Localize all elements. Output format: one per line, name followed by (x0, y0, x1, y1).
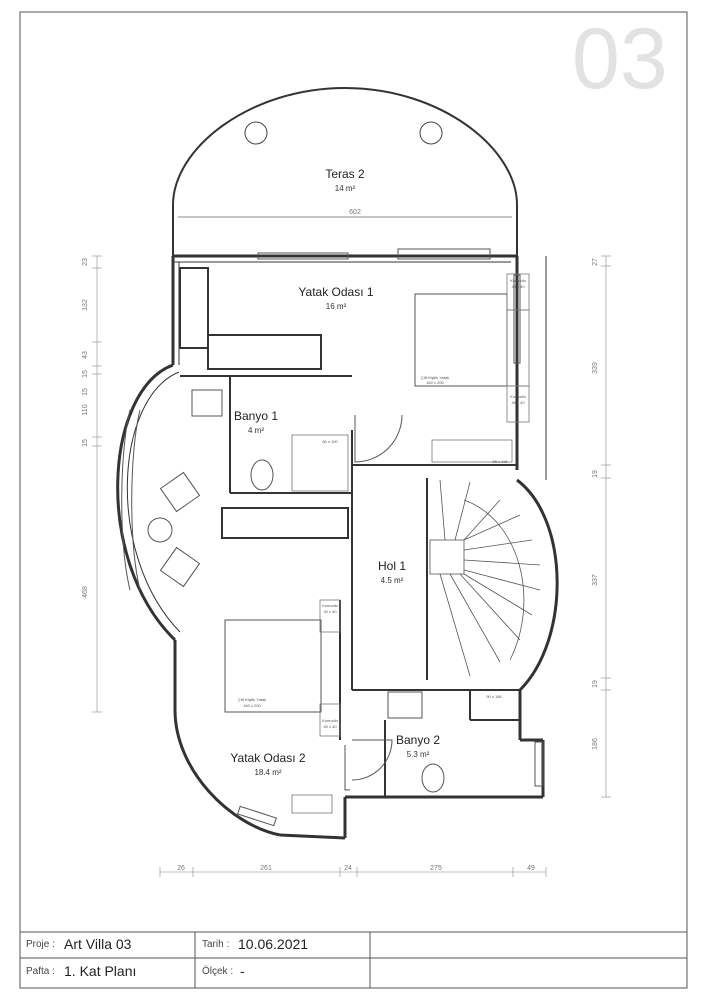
room-area: 18.4 m² (254, 768, 281, 777)
title-block (19, 931, 688, 989)
desk-1 (431, 439, 513, 463)
room-name: Banyo 2 (396, 733, 440, 747)
sheet-value: 1. Kat Planı (64, 963, 137, 979)
nightstand-label: Komodin (510, 278, 526, 283)
left-dimension-line (92, 255, 102, 713)
right-dimension: 27 (592, 258, 599, 266)
nightstand (319, 703, 341, 737)
bed-1 (414, 293, 508, 387)
terrace-column (244, 121, 268, 145)
room-name: Yatak Odası 2 (230, 751, 305, 765)
washbasin-2 (387, 691, 423, 719)
nightstand-label: Komodin (510, 394, 526, 399)
right-dimension: 19 (592, 680, 599, 688)
sheet-border (19, 11, 688, 989)
bed-2-size: 160 x 200 (243, 703, 261, 708)
bottom-dimension-line (159, 867, 547, 877)
room-name: Teras 2 (325, 167, 365, 181)
project-label: Proje : (26, 939, 55, 950)
toilet-1 (250, 459, 274, 491)
bed-2 (224, 619, 322, 713)
armchair (159, 546, 201, 588)
bed-2-label: Çift Kişilik Yatak (238, 697, 266, 702)
left-dimension: 110 (82, 404, 89, 415)
shower-1 (291, 434, 349, 492)
room-area: 16 m² (326, 302, 347, 311)
left-dimension: 15 (82, 370, 89, 378)
outer-walls (116, 254, 559, 840)
scale-value: - (240, 963, 245, 979)
interior-walls (179, 267, 520, 797)
room-area: 4.5 m² (381, 576, 404, 585)
project-value: Art Villa 03 (64, 936, 132, 952)
date-value: 10.06.2021 (238, 936, 309, 952)
sheet-label: Pafta : (26, 966, 55, 977)
nightstand-size: 40 x 40 (511, 400, 525, 405)
room-area: 14 m² (335, 184, 356, 193)
toilet-2 (421, 763, 445, 793)
bed-1-label: Çift Kişilik Yatak (421, 375, 449, 380)
coffee-table (147, 517, 173, 543)
terrace-outline (172, 86, 518, 256)
shower-2-size: 90 x 186 (486, 694, 502, 699)
bottom-dimension: 261 (260, 865, 272, 872)
room-area: 4 m² (248, 426, 264, 435)
windows (121, 248, 544, 827)
nightstand-size: 40 x 40 (323, 609, 337, 614)
armchair (159, 471, 201, 513)
bed-1-size: 160 x 200 (426, 380, 444, 385)
terrace-column (419, 121, 443, 145)
left-dimension: 43 (82, 351, 89, 359)
nightstand-label: Komodin (322, 603, 338, 608)
scale-label: Ölçek : (202, 966, 234, 977)
left-dimension: 468 (82, 586, 89, 598)
left-dimension: 15 (82, 439, 89, 447)
right-dimension-line (601, 255, 611, 798)
room-name: Yatak Odası 1 (298, 285, 373, 299)
right-dimension: 19 (592, 470, 599, 478)
bottom-dimension: 26 (177, 865, 185, 872)
date-label: Tarih : (202, 939, 230, 950)
right-dimension: 337 (592, 574, 599, 586)
nightstand (319, 599, 341, 633)
washbasin-1 (191, 389, 223, 417)
bottom-dimension: 275 (430, 865, 442, 872)
left-dimension: 23 (82, 258, 89, 266)
room-name: Hol 1 (378, 559, 406, 573)
bottom-dimension: 24 (344, 865, 352, 872)
room-name: Banyo 1 (234, 409, 278, 423)
page-number: 03 (572, 11, 668, 107)
terrace-dimension: 602 (349, 209, 361, 216)
left-dimension: 132 (82, 299, 89, 311)
nightstand-size: 40 x 40 (323, 724, 337, 729)
stair (429, 479, 541, 677)
left-dimension: 15 (82, 388, 89, 396)
room-area: 5.3 m² (407, 750, 430, 759)
nightstand-label: Komodin (322, 718, 338, 723)
doors (344, 414, 403, 791)
bottom-dimension: 49 (527, 865, 535, 872)
nightstand-size: 40 x 40 (511, 284, 525, 289)
shower-1-size: 80 x 100 (322, 439, 338, 444)
right-dimension: 186 (592, 738, 599, 750)
right-dimension: 339 (592, 362, 599, 374)
desk-2 (291, 794, 333, 814)
desk-1-size: 55 x 115 (492, 459, 508, 464)
wardrobe (506, 309, 530, 387)
